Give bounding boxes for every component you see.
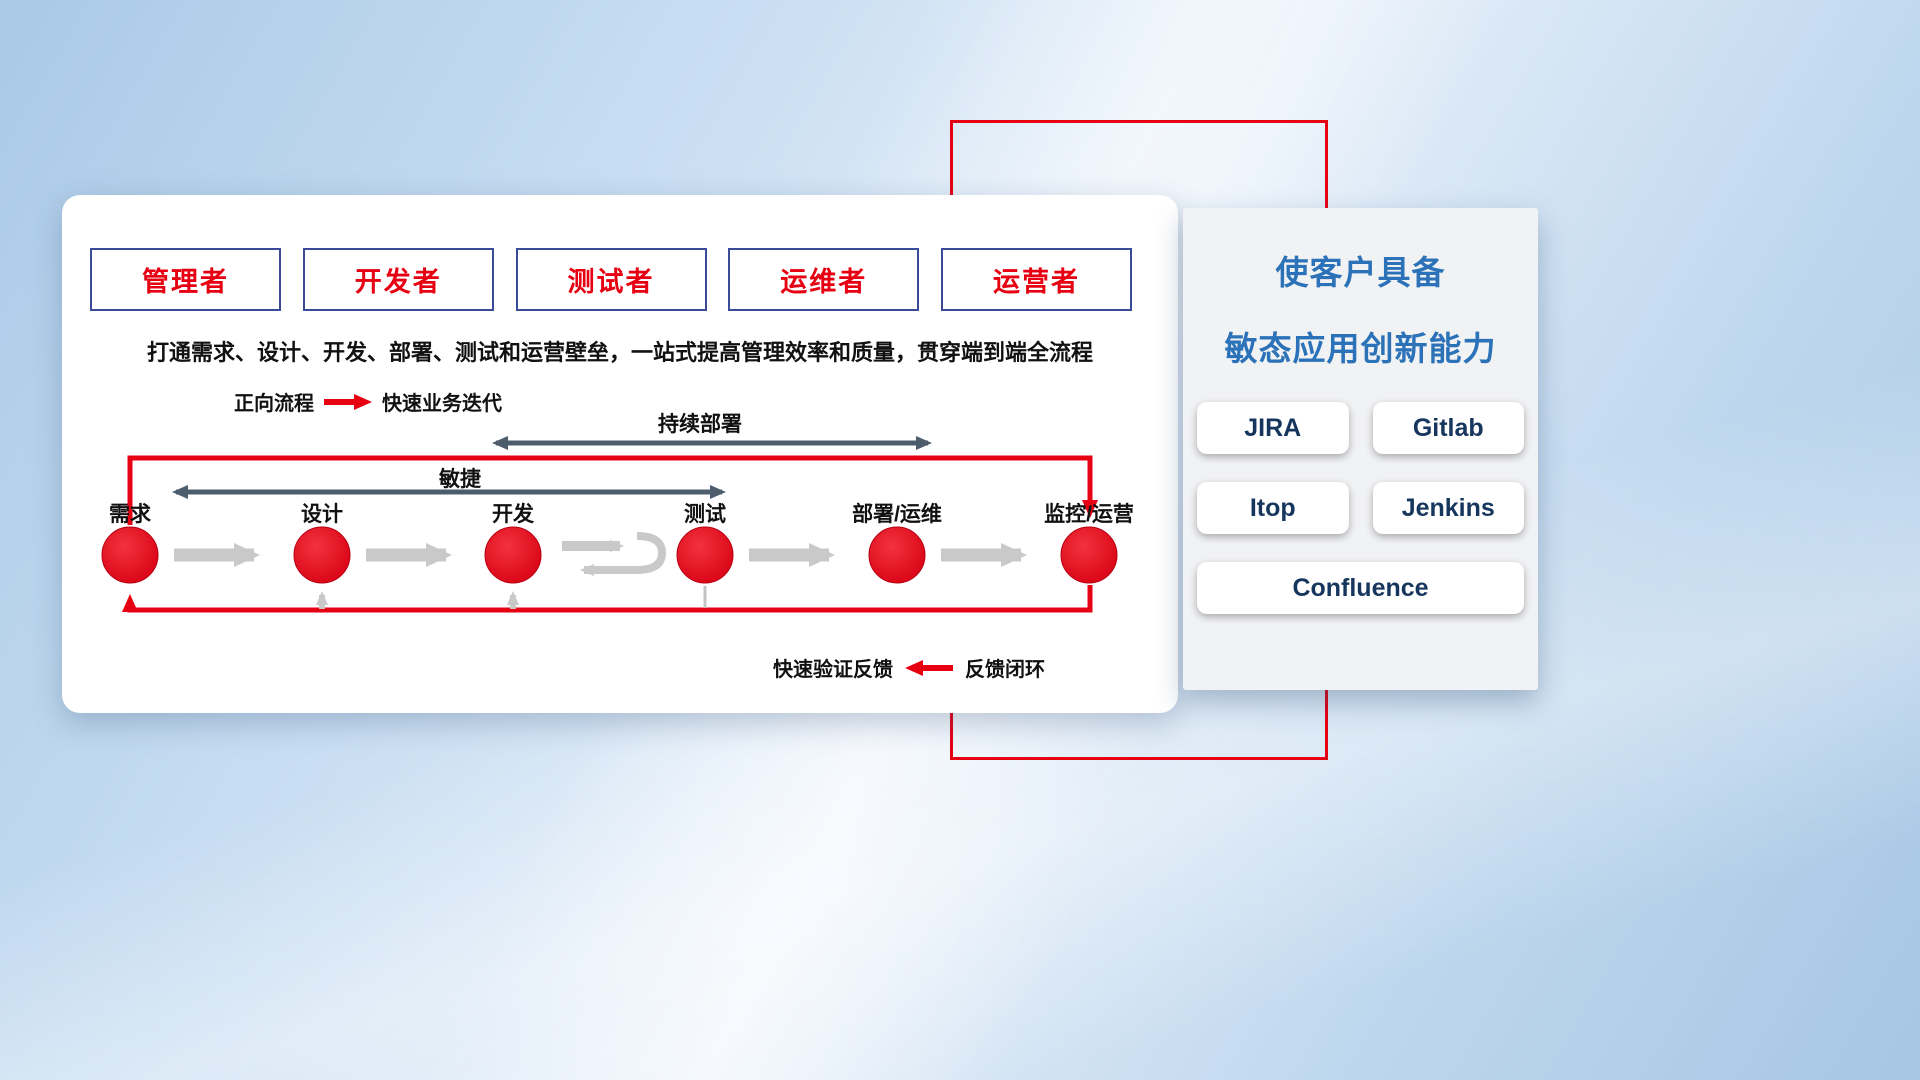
role-box-tester: 测试者 <box>515 248 707 311</box>
role-box-manager: 管理者 <box>90 248 281 311</box>
capability-panel: 使客户具备 敏态应用创新能力 JIRA Gitlab Itop Jenkins … <box>1183 208 1538 690</box>
stage-circle-design <box>293 526 351 584</box>
stage-label-design: 设计 <box>301 503 343 526</box>
feedback-value: 反馈闭环 <box>965 659 1045 681</box>
stage-circle-monitor-operate <box>1060 526 1118 584</box>
feedback-label: 快速验证反馈 <box>773 659 893 681</box>
stage-circle-requirements <box>101 526 159 584</box>
devops-flow-diagram <box>101 436 1118 613</box>
tool-button-itop: Itop <box>1197 482 1349 534</box>
stage-label-test: 测试 <box>684 503 726 526</box>
stage-label-develop: 开发 <box>492 503 534 526</box>
capability-title-line1: 使客户具备 <box>1275 254 1446 291</box>
tool-button-jira: JIRA <box>1197 402 1349 454</box>
feedback-loop-bottom-line <box>122 585 1093 613</box>
tool-button-confluence: Confluence <box>1197 562 1524 614</box>
role-row: 管理者 开发者 测试者 运维者 运营者 <box>90 248 1132 311</box>
role-box-developer: 开发者 <box>302 248 494 311</box>
feedback-loop-top-line <box>127 455 1098 525</box>
capability-title-line2: 敏态应用创新能力 <box>1224 330 1497 367</box>
role-label: 测试者 <box>567 267 655 297</box>
feedback-legend: 快速验证反馈 反馈闭环 <box>773 653 1045 682</box>
tool-button-jenkins: Jenkins <box>1372 482 1524 534</box>
stage-circle-test <box>676 526 734 584</box>
tool-grid: JIRA Gitlab Itop Jenkins Confluence <box>1197 402 1524 614</box>
forward-flow-legend: 正向流程 快速业务迭代 <box>234 387 502 416</box>
role-label: 管理者 <box>142 267 229 297</box>
workflow-description: 打通需求、设计、开发、部署、测试和运营壁垒，一站式提高管理效率和质量，贯穿端到端… <box>146 340 1093 365</box>
role-label: 开发者 <box>354 267 442 297</box>
role-label: 运营者 <box>993 267 1080 297</box>
tool-button-gitlab: Gitlab <box>1372 402 1524 454</box>
stage-circle-develop <box>484 526 542 584</box>
stage-circle-deploy-ops <box>868 526 926 584</box>
forward-flow-label: 正向流程 <box>234 393 314 415</box>
stage-label-monitor-operate: 监控/运营 <box>1044 503 1134 526</box>
role-box-operator: 运营者 <box>941 248 1132 311</box>
stage-label-requirements: 需求 <box>109 503 151 526</box>
stage-label-deploy-ops: 部署/运维 <box>852 503 942 526</box>
role-label: 运维者 <box>780 267 868 297</box>
agile-label: 敏捷 <box>439 468 481 491</box>
role-box-ops: 运维者 <box>728 248 920 311</box>
iteration-loop-icon <box>580 532 667 576</box>
workflow-panel: 管理者 开发者 测试者 运维者 运营者 打通需求、设计、开发、部署、测试和运营壁… <box>62 195 1178 713</box>
continuous-deploy-label: 持续部署 <box>658 413 742 436</box>
feedback-arrow-icon <box>905 659 953 676</box>
forward-flow-value: 快速业务迭代 <box>382 393 502 415</box>
forward-arrow-icon <box>324 393 372 410</box>
